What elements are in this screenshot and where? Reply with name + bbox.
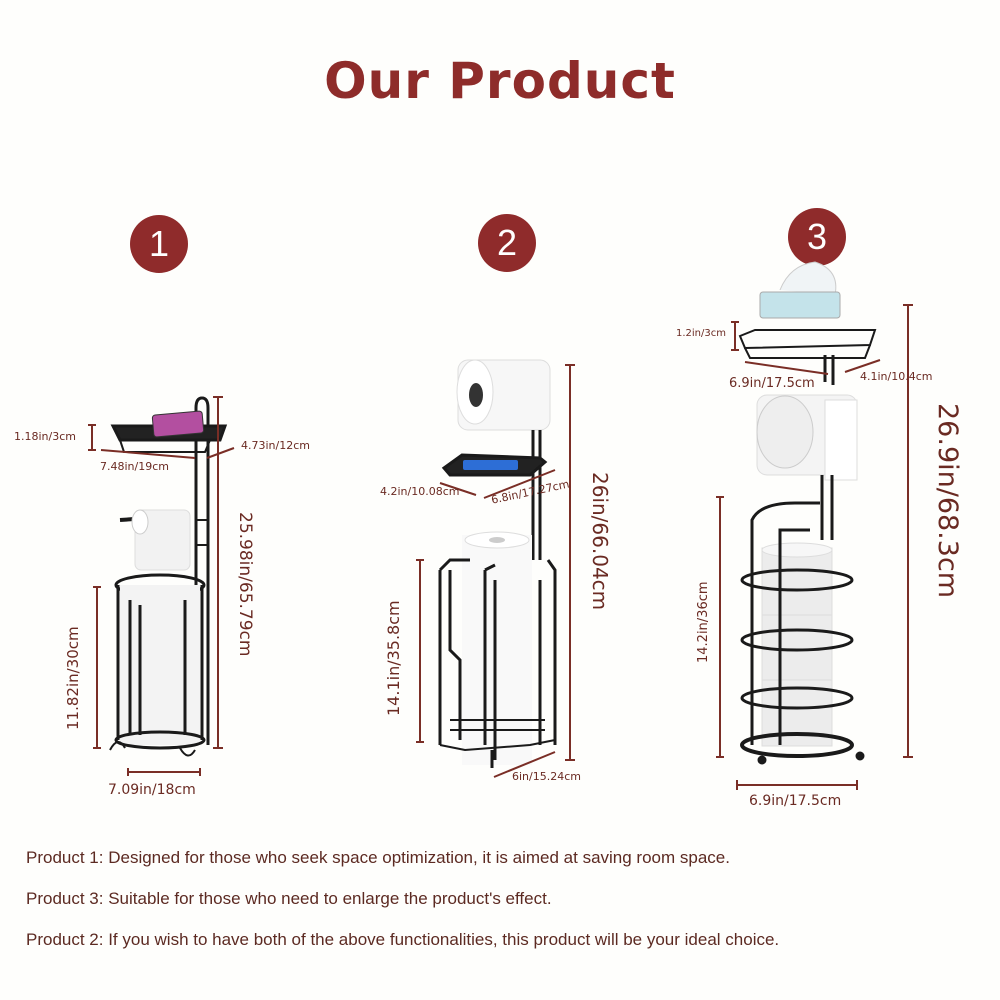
product-1-description: Product 1: Designed for those who seek s… xyxy=(26,848,730,867)
product-2-reserve-height-label: 14.1in/35.8cm xyxy=(384,600,403,716)
product-3-description: Product 3: Suitable for those who need t… xyxy=(26,889,552,908)
product-1-shelf-depth-label: 4.73in/12cm xyxy=(241,439,310,452)
product-3-total-height-label: 26.9in/68.3cm xyxy=(932,403,963,599)
product-2-description: Product 2: If you wish to have both of t… xyxy=(26,930,780,949)
product-1-shelf-height-label: 1.18in/3cm xyxy=(14,430,76,443)
product-2-badge: 2 xyxy=(478,214,536,272)
product-3-shelf-height-label: 1.2in/3cm xyxy=(676,328,726,339)
product-3-shelf-width-label: 6.9in/17.5cm xyxy=(729,376,815,391)
product-3-reserve-height-label: 14.2in/36cm xyxy=(696,581,711,663)
product-2-illustration xyxy=(438,359,557,768)
product-3-dimension-lines xyxy=(716,304,913,790)
product-1-total-height-label: 25.98in/65.79cm xyxy=(235,512,255,657)
product-3-shelf-depth-label: 4.1in/10.4cm xyxy=(860,370,933,383)
product-1-illustration xyxy=(109,396,228,757)
page-title: Our Product xyxy=(324,52,676,110)
product-1-base-width-label: 7.09in/18cm xyxy=(108,782,196,798)
product-3-illustration xyxy=(738,261,877,765)
product-1-shelf-width-label: 7.48in/19cm xyxy=(100,460,169,473)
product-2-shelf-depth-label: 4.2in/10.08cm xyxy=(380,485,460,498)
product-2-dimension-lines xyxy=(416,364,575,778)
product-1-dimension-lines xyxy=(88,396,235,776)
product-3-base-width-label: 6.9in/17.5cm xyxy=(749,793,842,809)
product-2-base-width-label: 6in/15.24cm xyxy=(512,770,581,783)
product-1-badge: 1 xyxy=(130,215,188,273)
product-2-total-height-label: 26in/66.04cm xyxy=(588,472,612,611)
product-1-reserve-height-label: 11.82in/30cm xyxy=(64,626,82,730)
product-3-badge: 3 xyxy=(788,208,846,266)
